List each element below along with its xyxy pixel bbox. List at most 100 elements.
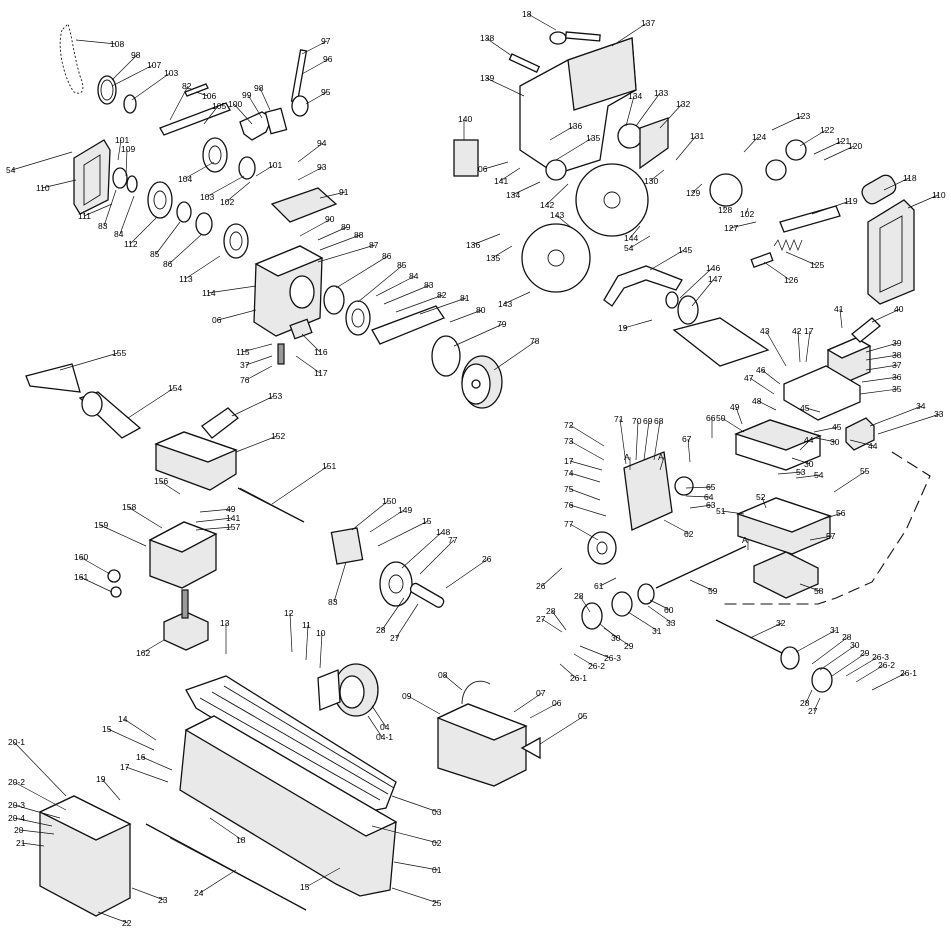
callout-leader-119: [811, 200, 851, 215]
callout-leader-28b: [579, 595, 591, 613]
callout-label-83c: 83: [328, 597, 338, 607]
callout-label-108: 108: [110, 39, 124, 49]
callout-label-127: 127: [724, 223, 738, 233]
tool-post-handle: [851, 317, 881, 343]
callout-leader-77b: [569, 523, 599, 541]
callout-label-30d: 30: [850, 640, 860, 650]
callout-label-26-1a: 26-1: [570, 673, 587, 683]
callout-leader-127: [729, 221, 757, 229]
callout-leader-44b: [849, 439, 875, 447]
callout-label-162: 162: [136, 648, 150, 658]
callout-label-89: 89: [341, 222, 351, 232]
callout-leader-133: [635, 92, 661, 127]
callout-label-85a: 85: [150, 249, 160, 259]
live-center: [25, 363, 81, 393]
callout-label-110b: 110: [932, 190, 946, 200]
callout-label-38: 38: [892, 350, 902, 360]
apron: [623, 451, 673, 531]
callout-leader-114: [207, 285, 257, 294]
callout-label-06a: 06: [212, 315, 222, 325]
callout-label-150: 150: [382, 496, 396, 506]
lever-handle: [861, 174, 897, 205]
callout-label-119: 119: [844, 196, 858, 206]
callout-label-161: 161: [74, 572, 88, 582]
callout-leader-17c: [125, 766, 169, 783]
shift-knob: [291, 95, 309, 117]
callout-label-82b: 82: [437, 290, 447, 300]
callout-leader-71: [619, 418, 627, 465]
callout-label-33b: 33: [666, 618, 676, 628]
callout-label-82: 82: [182, 81, 192, 91]
callout-leader-48: [757, 400, 777, 411]
callout-leader-124: [743, 136, 759, 153]
callout-label-159: 159: [94, 520, 108, 530]
callout-label-132: 132: [676, 99, 690, 109]
callout-leader-129: [691, 183, 703, 194]
callout-leader-102a: [225, 181, 251, 203]
callout-label-20-4: 20-4: [8, 813, 25, 823]
callout-leader-64: [685, 495, 711, 498]
callout-label-26-3b: 26-3: [872, 652, 889, 662]
callout-leader-67: [687, 438, 691, 463]
callout-label-110a: 110: [36, 183, 50, 193]
callout-label-112: 112: [124, 239, 138, 249]
callout-label-131: 131: [690, 131, 704, 141]
callout-label-141: 141: [494, 176, 508, 186]
callout-label-149: 149: [398, 505, 412, 515]
callout-label-90: 90: [325, 214, 335, 224]
callout-label-26-1b: 26-1: [900, 668, 917, 678]
callout-label-55: 55: [860, 466, 870, 476]
dial: [581, 602, 603, 630]
callout-leader-04-1: [367, 715, 383, 738]
callout-leader-30b: [791, 457, 811, 465]
callout-label-124: 124: [752, 132, 766, 142]
callout-label-69: 69: [643, 416, 653, 426]
callout-leader-85a: [155, 221, 181, 255]
compound-screw: [715, 619, 785, 655]
callout-leader-37b: [865, 364, 899, 371]
callout-label-113: 113: [179, 274, 193, 284]
callout-leader-26b: [541, 567, 563, 587]
callout-label-19a: 19: [618, 323, 628, 333]
callout-leader-29b: [831, 652, 867, 677]
callout-leader-20-4: [13, 817, 53, 827]
callout-label-97: 97: [321, 36, 331, 46]
dial: [811, 667, 833, 693]
nut: [107, 569, 121, 583]
callout-label-135b: 135: [486, 253, 500, 263]
spacer: [123, 94, 137, 114]
callout-label-06b: 06: [478, 164, 488, 174]
saddle-gib: [753, 551, 819, 599]
callout-label-76b: 76: [564, 500, 574, 510]
callout-leader-14: [123, 718, 157, 741]
callout-leader-18b: [209, 817, 243, 841]
bearing: [345, 300, 371, 336]
callout-leader-49b: [735, 406, 743, 425]
callout-label-28a: 28: [376, 625, 386, 635]
callout-label-158: 158: [122, 502, 136, 512]
cover-knob: [549, 31, 567, 45]
motor-guard-top: [436, 703, 528, 741]
callout-leader-38: [865, 354, 899, 361]
callout-leader-110b: [907, 194, 939, 209]
shift-fork: [239, 111, 273, 141]
callout-label-103b: 103: [200, 192, 214, 202]
carriage-group: [581, 317, 931, 693]
callout-label-24: 24: [194, 888, 204, 898]
cross-feed-screw: [655, 545, 747, 589]
callout-leader-A2: [659, 456, 665, 471]
callout-leader-54a: [11, 151, 73, 171]
handwheel-handle: [409, 582, 445, 608]
callout-label-94: 94: [317, 138, 327, 148]
change-gear: [545, 159, 567, 181]
callout-label-102a: 102: [220, 197, 234, 207]
callout-leader-26-2b: [855, 664, 885, 683]
callout-label-146: 146: [706, 263, 720, 273]
quadrant-arm: [603, 265, 683, 307]
lever-arm: [779, 205, 841, 233]
callout-leader-45b: [813, 426, 839, 433]
callout-leader-122: [799, 129, 827, 147]
washer: [110, 586, 122, 598]
callout-label-A2: A': [658, 452, 666, 462]
compound-end-plate: [845, 417, 875, 451]
